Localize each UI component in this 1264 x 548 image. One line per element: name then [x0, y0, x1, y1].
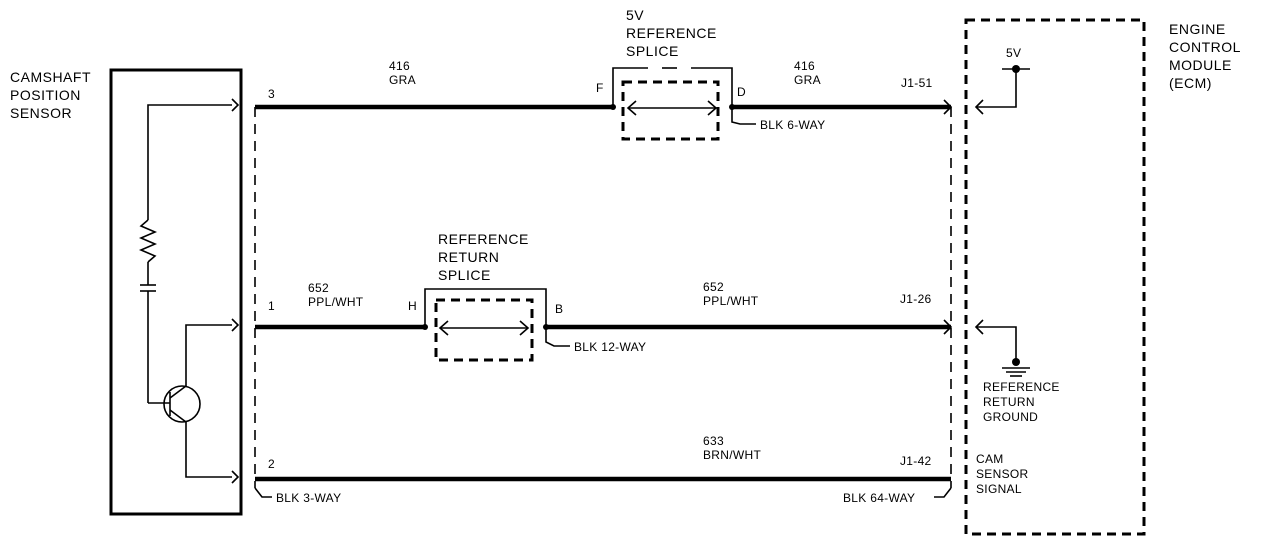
splice-reference-return: REFERENCE RETURN SPLICE BLK 12-WAY: [422, 231, 646, 362]
transistor-icon: [163, 385, 201, 423]
splice-5v-connector-leader: [731, 107, 756, 125]
splice-5v-pin-f: F: [596, 81, 604, 95]
ecm-signal-label-line-1: CAM: [976, 452, 1004, 466]
wire-bot-color: BRN/WHT: [703, 448, 761, 462]
wire-top-right-color: GRA: [794, 73, 821, 87]
sensor-connector-label: BLK 3-WAY: [276, 491, 341, 505]
resistor-icon: [138, 219, 158, 263]
wire-mid-left-color: PPL/WHT: [308, 295, 364, 309]
wire-652-ppl-wht: 1 652 PPL/WHT H B 652 PPL/WHT J1-26: [255, 280, 953, 335]
wire-bot-circuit: 633: [703, 434, 724, 448]
ecm-connector-label: BLK 64-WAY: [843, 491, 915, 505]
ecm-housing: [964, 18, 1146, 536]
wire-633-brn-wht: 2 633 BRN/WHT J1-42: [255, 434, 951, 482]
ecm-label-line-1: ENGINE: [1169, 21, 1226, 37]
camshaft-position-sensor: CAMSHAFT POSITION SENSOR: [10, 68, 243, 516]
sensor-internal-circuit: [138, 98, 240, 484]
splice-5v-label-line-2: REFERENCE: [626, 25, 717, 41]
sensor-pin-3: 3: [268, 87, 275, 101]
splice-ret-pin-h: H: [408, 299, 417, 313]
splice-5v-pin-d: D: [737, 85, 746, 99]
sensor-housing: [109, 68, 243, 516]
splice-5v-label-line-3: SPLICE: [626, 43, 679, 59]
ecm-label-line-2: CONTROL: [1169, 39, 1241, 55]
sensor-pin-2: 2: [268, 457, 275, 471]
ecm-label-line-4: (ECM): [1169, 75, 1212, 91]
ecm-pin-j1-26: J1-26: [900, 292, 932, 306]
sensor-label-line-3: SENSOR: [10, 105, 72, 121]
ground-icon: [1002, 367, 1030, 377]
sensor-pin-1: 1: [268, 299, 275, 313]
sensor-label-line-1: CAMSHAFT: [10, 69, 91, 85]
splice-5v-reference: 5V REFERENCE SPLICE BLK 6-WAY: [610, 7, 825, 141]
ecm-signal-label-line-2: SENSOR: [976, 467, 1029, 481]
ecm-pin-j1-51: J1-51: [901, 76, 933, 90]
wire-top-left-color: GRA: [389, 73, 416, 87]
splice-5v-connector-label: BLK 6-WAY: [760, 118, 825, 132]
ecm-ground-label-line-2: RETURN: [983, 395, 1035, 409]
ecm-ground-label-line-3: GROUND: [983, 410, 1038, 424]
wire-top-left-circuit: 416: [389, 59, 410, 73]
splice-ret-connector-label: BLK 12-WAY: [574, 340, 646, 354]
engine-control-module: ENGINE CONTROL MODULE (ECM) 5V REFERENCE…: [964, 18, 1241, 536]
ecm-ground-label-line-1: REFERENCE: [983, 380, 1060, 394]
splice-ret-label-line-3: SPLICE: [438, 267, 491, 283]
wire-416-gra: 3 416 GRA F D 416 GRA J1-51: [255, 59, 953, 115]
wire-mid-left-circuit: 652: [308, 281, 329, 295]
wire-top-right-circuit: 416: [794, 59, 815, 73]
sensor-label-line-2: POSITION: [10, 87, 81, 103]
ecm-signal-label-line-3: SIGNAL: [976, 482, 1022, 496]
wire-mid-right-color: PPL/WHT: [703, 294, 759, 308]
splice-ret-connector-leader: [545, 327, 570, 347]
splice-5v-label-line-1: 5V: [626, 7, 644, 23]
sensor-connector-leader: [254, 487, 272, 498]
splice-ret-label-line-1: REFERENCE: [438, 231, 529, 247]
splice-ret-pin-b: B: [555, 302, 563, 316]
ecm-connector-leader: [934, 487, 952, 498]
splice-ret-label-line-2: RETURN: [438, 249, 499, 265]
wire-mid-right-circuit: 652: [703, 280, 724, 294]
ecm-5v-label: 5V: [1006, 46, 1021, 60]
ecm-pin-j1-42: J1-42: [900, 454, 932, 468]
ecm-label-line-3: MODULE: [1169, 57, 1232, 73]
